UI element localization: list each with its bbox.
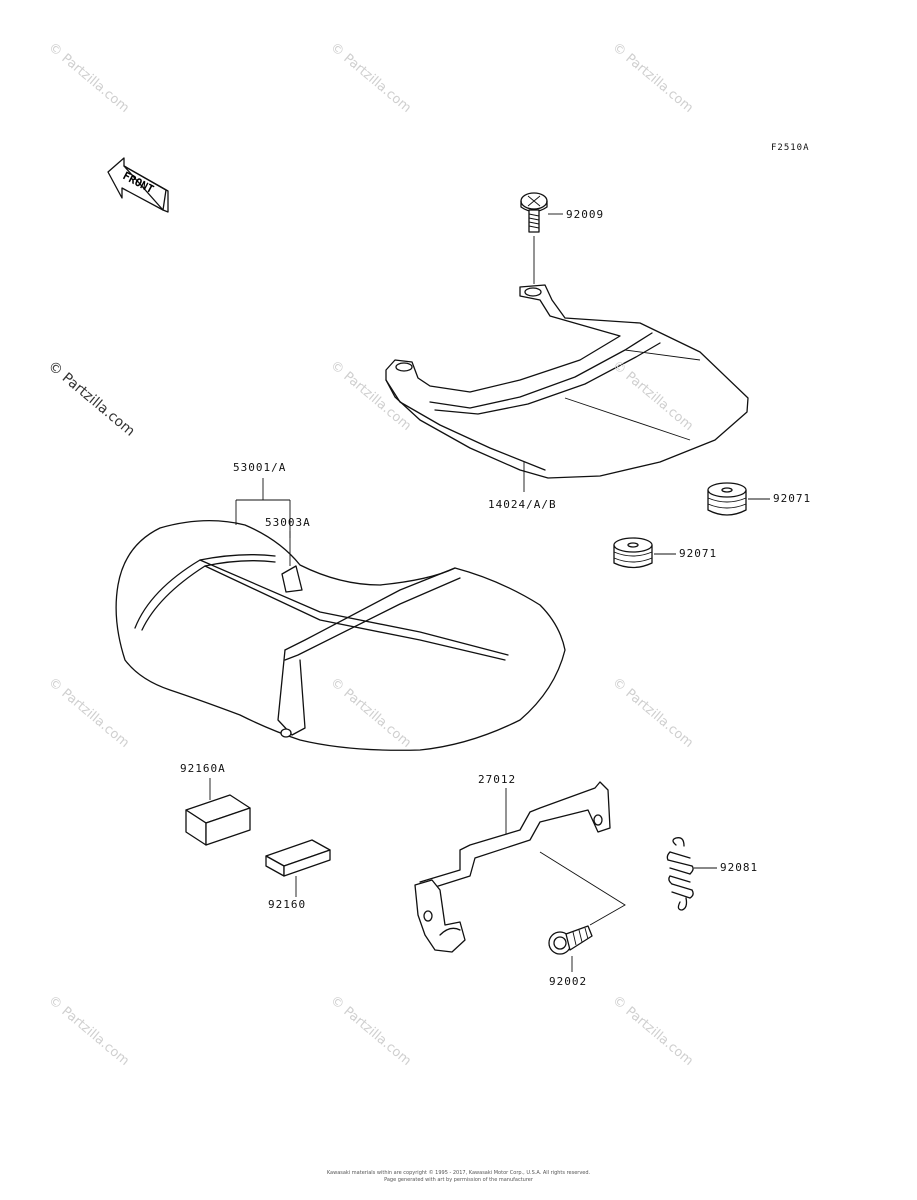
damper-92071-a bbox=[707, 482, 770, 516]
part-label-92160a: 92160A bbox=[180, 762, 226, 775]
part-label-92160: 92160 bbox=[268, 898, 307, 911]
part-label-92002: 92002 bbox=[549, 975, 588, 988]
part-label-53001: 53001/A bbox=[233, 461, 287, 474]
part-label-14024: 14024/A/B bbox=[488, 498, 557, 511]
bracket-27012 bbox=[414, 781, 626, 953]
part-label-92009: 92009 bbox=[566, 208, 605, 221]
permission-line: Page generated with art by permission of… bbox=[384, 1177, 533, 1183]
seat-53001 bbox=[115, 478, 566, 751]
part-label-92071-b: 92071 bbox=[679, 547, 718, 560]
copyright-line: Kawasaki materials within are copyright … bbox=[326, 1170, 591, 1176]
seat-cover-14024 bbox=[385, 284, 749, 492]
diagram-code: F2510A bbox=[771, 143, 810, 153]
pad-92160a bbox=[185, 778, 251, 846]
bolt-92009 bbox=[520, 192, 563, 233]
damper-92071-b bbox=[613, 537, 676, 569]
bolt-92002 bbox=[548, 925, 593, 972]
front-arrow-icon: FRONT bbox=[107, 157, 169, 213]
part-label-92071-a: 92071 bbox=[773, 492, 812, 505]
part-label-53003a: 53003A bbox=[265, 516, 311, 529]
part-label-92081: 92081 bbox=[720, 861, 759, 874]
pad-92160 bbox=[265, 839, 331, 897]
spring-92081 bbox=[666, 837, 717, 911]
part-label-27012: 27012 bbox=[478, 773, 517, 786]
